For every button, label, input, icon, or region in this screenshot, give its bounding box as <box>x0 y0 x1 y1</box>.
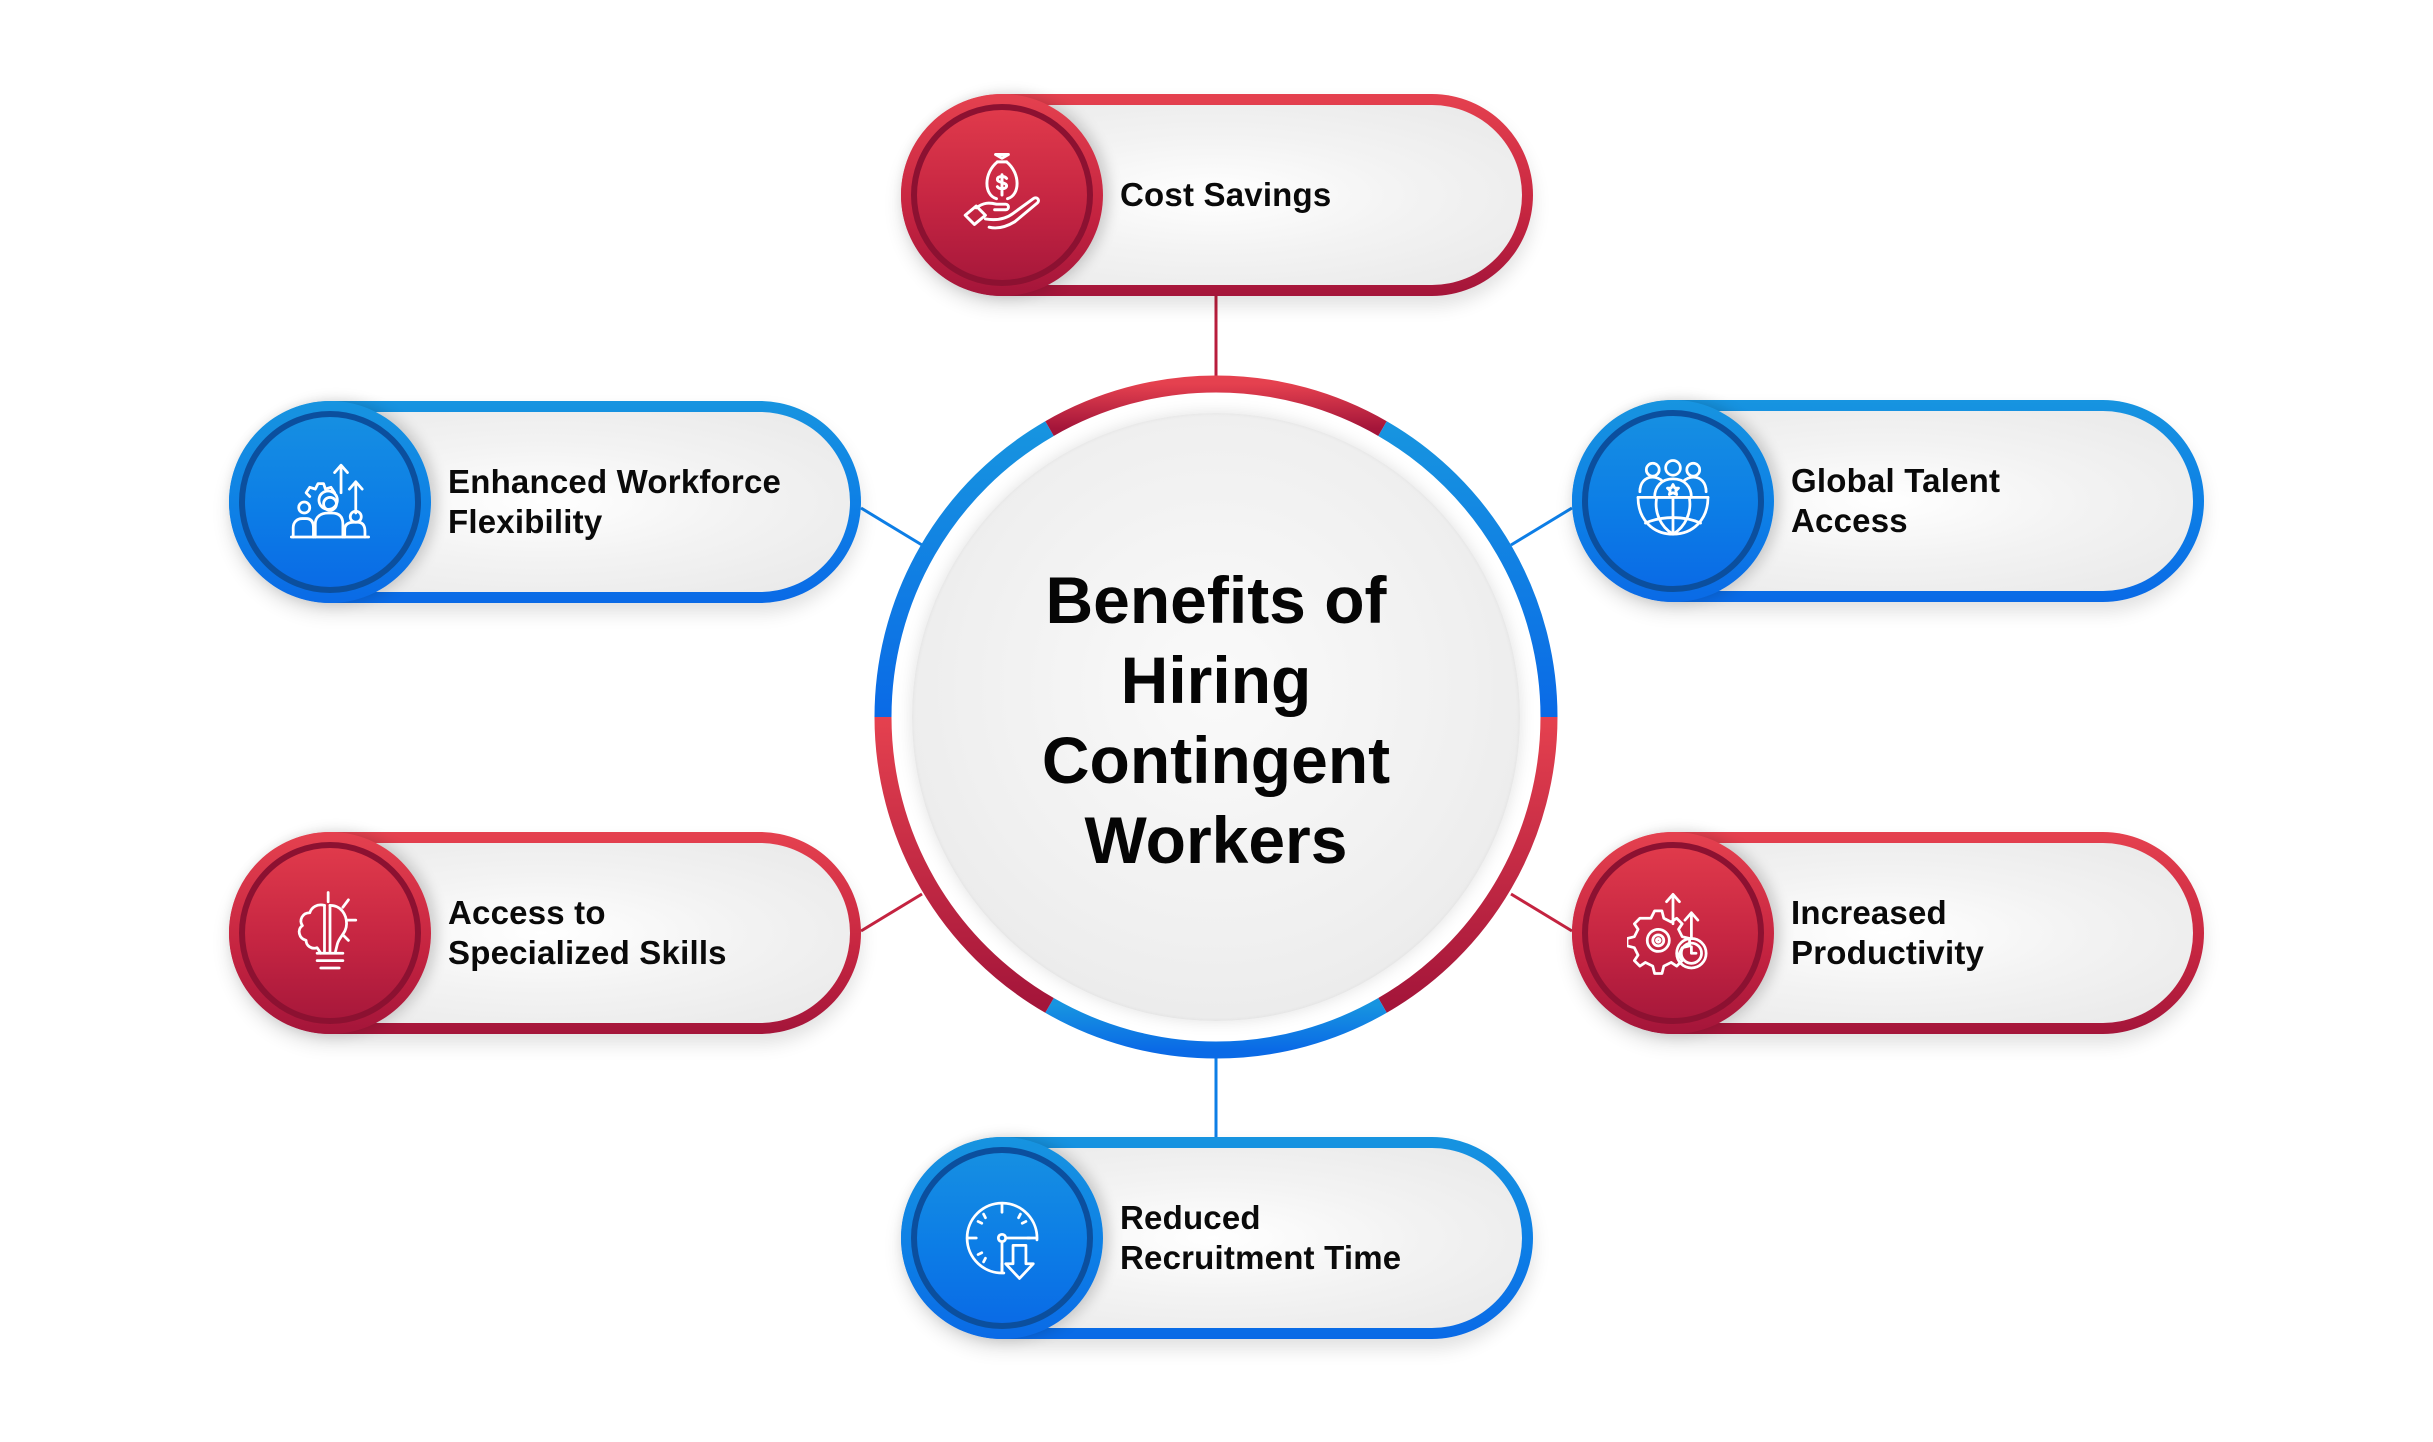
title-line: Hiring <box>1120 643 1312 717</box>
label-line: Cost Savings <box>1120 176 1332 213</box>
benefit-card-recruitment-time: Reduced Recruitment Time <box>901 1137 1533 1339</box>
benefit-card-cost-savings: Cost Savings <box>901 94 1533 296</box>
benefit-card-productivity: Increased Productivity <box>1572 832 2204 1034</box>
card-badge <box>1572 832 1774 1034</box>
connector-lower-right <box>1510 892 1573 933</box>
label-line: Access to <box>448 894 606 931</box>
label-line: Productivity <box>1791 934 1985 971</box>
card-label: Access to Specialized Skills <box>448 832 831 1034</box>
connector-upper-left <box>860 506 923 547</box>
clock-down-arrow-icon <box>965 1201 1039 1280</box>
diagram-title: Benefits of Hiring Contingent Workers <box>874 560 1558 880</box>
card-label: Global Talent Access <box>1791 400 2174 602</box>
benefit-card-workforce-flexibility: Enhanced Workforce Flexibility <box>229 401 861 603</box>
central-hub: Benefits of Hiring Contingent Workers <box>874 375 1558 1059</box>
card-badge <box>229 832 431 1034</box>
team-gear-growth-icon <box>289 463 371 539</box>
label-line: Specialized Skills <box>448 934 727 971</box>
productivity-gear-clock-icon <box>1627 892 1708 975</box>
card-label: Reduced Recruitment Time <box>1120 1137 1503 1339</box>
benefit-card-specialized-skills: Access to Specialized Skills <box>229 832 861 1034</box>
connector-lower-left <box>860 892 923 933</box>
card-badge <box>901 1137 1103 1339</box>
card-badge <box>1572 400 1774 602</box>
label-line: Recruitment Time <box>1120 1239 1402 1276</box>
card-badge <box>229 401 431 603</box>
title-line: Contingent <box>1041 723 1391 797</box>
hub-core <box>912 413 1520 1021</box>
label-line: Increased <box>1791 894 1947 931</box>
brain-lightbulb-icon <box>297 891 358 970</box>
money-bag-hand-icon <box>963 153 1040 230</box>
label-line: Enhanced Workforce <box>448 463 782 500</box>
card-label: Increased Productivity <box>1791 832 2174 1034</box>
label-line: Access <box>1791 502 1908 539</box>
card-label: Cost Savings <box>1120 94 1503 296</box>
title-line: Benefits of <box>1045 563 1387 637</box>
card-label: Enhanced Workforce Flexibility <box>448 401 831 603</box>
card-badge <box>901 94 1103 296</box>
label-line: Reduced <box>1120 1199 1261 1236</box>
label-line: Global Talent <box>1791 462 2001 499</box>
connector-upper-right <box>1510 506 1573 547</box>
global-talent-icon <box>1636 459 1710 536</box>
label-line: Flexibility <box>448 503 603 540</box>
title-line: Workers <box>1084 803 1348 877</box>
hub-ring <box>874 375 1558 1059</box>
benefit-card-global-talent: Global Talent Access <box>1572 400 2204 602</box>
